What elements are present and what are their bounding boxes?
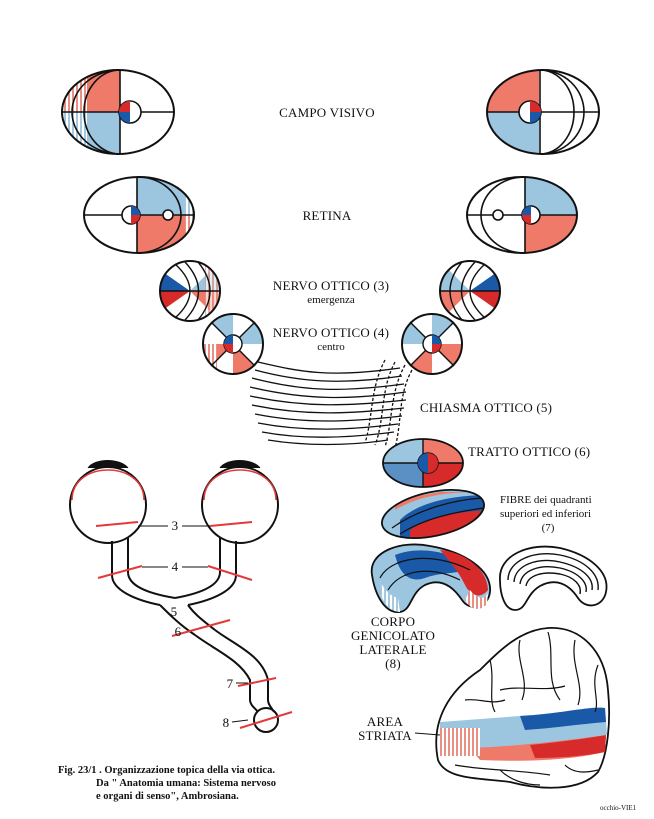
label-fibre-3: (7) <box>542 522 555 534</box>
label-nervo-ottico-3-sub: emergenza <box>307 294 355 306</box>
optic-tract <box>383 439 463 487</box>
pathway-red-markers <box>96 522 292 728</box>
pathway-number-4: 4 <box>172 559 179 574</box>
label-tratto-ottico: TRATTO OTTICO (6) <box>468 444 590 459</box>
label-area-2: STRIATA <box>358 728 412 743</box>
pathway-schematic <box>70 461 278 733</box>
label-corpo-1: CORPO <box>371 614 415 629</box>
label-corpo-3: LATERALE <box>359 642 426 657</box>
signature: occhio-VIE1 <box>600 804 637 812</box>
brain-occipital-lobe <box>436 628 609 788</box>
lateral-geniculate-body-colored <box>372 544 490 612</box>
pathway-leaders <box>138 526 248 722</box>
label-fibre-1: FIBRE dei quadranti <box>500 494 592 506</box>
label-campo-visivo: CAMPO VISIVO <box>279 105 375 120</box>
label-corpo-2: GENICOLATO <box>351 628 435 643</box>
optic-nerve-3-left <box>160 261 220 321</box>
pathway-number-5: 5 <box>171 604 178 619</box>
optic-nerve-3-right <box>440 261 500 321</box>
retina-right-eye <box>467 176 580 254</box>
pathway-number-8: 8 <box>223 715 230 730</box>
visual-field-right-eye <box>485 68 599 156</box>
label-nervo-ottico-4-sub: centro <box>317 341 345 353</box>
visual-field-left-eye <box>60 68 174 156</box>
caption-line-2: Da " Anatomia umana: Sistema nervoso <box>96 778 276 789</box>
label-corpo-4: (8) <box>385 656 401 671</box>
label-retina: RETINA <box>303 208 352 223</box>
pathway-number-7: 7 <box>227 676 234 691</box>
retina-left-eye <box>84 176 197 254</box>
pathway-number-6: 6 <box>175 624 182 639</box>
label-area-1: AREA <box>367 714 404 729</box>
optic-nerve-4-left <box>203 314 263 374</box>
caption-line-1: Fig. 23/1 . Organizzazione topica della … <box>58 765 275 776</box>
label-fibre-2: superiori ed inferiori <box>500 508 591 520</box>
optic-nerve-4-right <box>402 314 462 374</box>
label-nervo-ottico-3: NERVO OTTICO (3) <box>273 278 389 293</box>
label-chiasma-ottico: CHIASMA OTTICO (5) <box>420 400 552 415</box>
fiber-quadrants <box>378 482 490 547</box>
lateral-geniculate-body-layers <box>500 547 607 610</box>
label-nervo-ottico-4: NERVO OTTICO (4) <box>273 325 389 340</box>
optic-chiasm <box>250 360 412 448</box>
caption-line-3: e organi di senso", Ambrosiana. <box>96 791 239 802</box>
pathway-number-3: 3 <box>172 518 179 533</box>
